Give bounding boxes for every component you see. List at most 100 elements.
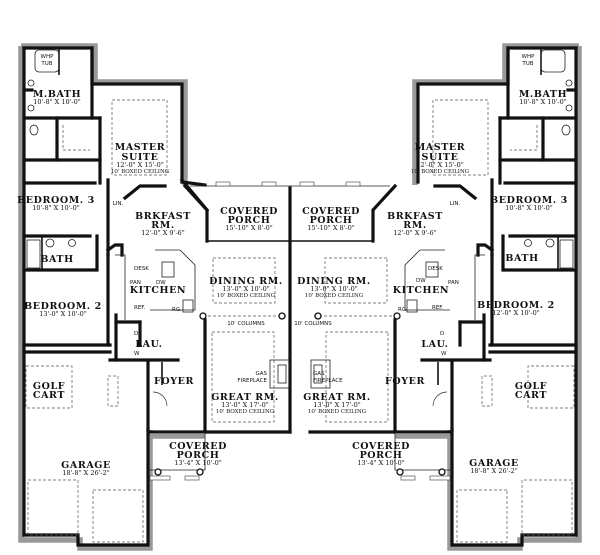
svg-text:10' BOXED CEILING: 10' BOXED CEILING <box>305 293 363 299</box>
svg-text:13'-0" X 17'-0": 13'-0" X 17'-0" <box>221 401 269 409</box>
svg-text:RG.: RG. <box>172 307 182 313</box>
svg-text:PAN: PAN <box>130 280 141 286</box>
svg-text:PORCH: PORCH <box>228 215 271 226</box>
room-mbath-name: M.BATH <box>33 89 81 100</box>
svg-text:M.BATH: M.BATH <box>519 89 567 100</box>
svg-text:13'-4" X 10'-0": 13'-4" X 10'-0" <box>357 459 405 467</box>
svg-text:WHP: WHP <box>522 54 536 60</box>
svg-text:15'-10" X 8'-0": 15'-10" X 8'-0" <box>307 224 355 232</box>
svg-text:DESK: DESK <box>134 266 149 272</box>
svg-text:LIN.: LIN. <box>450 201 461 207</box>
left-unit-labels: WHP TUB M.BATH 10'-8" X 10'-0" MASTER SU… <box>17 54 283 477</box>
svg-text:PAN: PAN <box>448 280 459 286</box>
svg-text:DESK: DESK <box>428 266 443 272</box>
svg-text:10' COLUMNS: 10' COLUMNS <box>294 321 332 327</box>
svg-text:DW: DW <box>416 278 426 284</box>
svg-text:RM.: RM. <box>403 220 427 231</box>
room-porch-front-name: COVERED <box>169 441 227 452</box>
room-porch-top-name: COVERED <box>220 206 278 217</box>
svg-text:13'-0" X 10'-0": 13'-0" X 10'-0" <box>222 285 270 293</box>
svg-text:BEDROOM. 3: BEDROOM. 3 <box>490 195 568 206</box>
svg-text:COVERED: COVERED <box>302 206 360 217</box>
svg-text:10' BOXED CEILING: 10' BOXED CEILING <box>308 409 366 415</box>
svg-text:SUITE: SUITE <box>422 152 459 163</box>
svg-text:FOYER: FOYER <box>385 376 425 387</box>
columns-label: 10' COLUMNS <box>227 321 265 327</box>
room-bed3-name: BEDROOM. 3 <box>17 195 95 206</box>
room-brkfast-name: BRKFAST <box>135 211 191 222</box>
svg-text:KITCHEN: KITCHEN <box>393 285 449 296</box>
whp-tub-label: WHP <box>41 54 55 60</box>
svg-text:COVERED: COVERED <box>352 441 410 452</box>
room-garage-name: GARAGE <box>61 460 111 471</box>
svg-text:BEDROOM. 2: BEDROOM. 2 <box>477 300 555 311</box>
svg-text:12'-0" X 9'-6": 12'-0" X 9'-6" <box>393 229 436 237</box>
svg-text:10' BOXED CEILING: 10' BOXED CEILING <box>111 169 169 175</box>
svg-text:W: W <box>134 351 140 357</box>
svg-text:TUB: TUB <box>40 61 52 67</box>
svg-text:FIREPLACE: FIREPLACE <box>237 378 267 384</box>
svg-text:15'-10" X 8'-0": 15'-10" X 8'-0" <box>225 224 273 232</box>
right-unit-walls <box>308 43 582 551</box>
svg-text:GREAT RM.: GREAT RM. <box>303 392 371 403</box>
svg-text:GARAGE: GARAGE <box>469 458 519 469</box>
room-lau-name: LAU. <box>135 339 162 350</box>
svg-text:PORCH: PORCH <box>360 450 403 461</box>
svg-text:GAS: GAS <box>255 371 267 377</box>
svg-text:18'-8" X 26'-2": 18'-8" X 26'-2" <box>470 467 518 475</box>
room-mbath-dims: 10'-8" X 10'-0" <box>33 98 81 106</box>
svg-text:PORCH: PORCH <box>310 215 353 226</box>
svg-text:SUITE: SUITE <box>122 152 159 163</box>
room-great-name: GREAT RM. <box>211 392 279 403</box>
svg-text:CART: CART <box>515 390 547 401</box>
svg-text:13'-0" X 17'-0": 13'-0" X 17'-0" <box>313 401 361 409</box>
room-foyer-name: FOYER <box>154 376 194 387</box>
svg-text:CART: CART <box>33 390 65 401</box>
svg-text:PORCH: PORCH <box>177 450 220 461</box>
svg-text:REF.: REF. <box>432 305 444 311</box>
svg-text:12'-0" X 9'-6": 12'-0" X 9'-6" <box>141 229 184 237</box>
svg-text:10' BOXED CEILING: 10' BOXED CEILING <box>217 293 275 299</box>
svg-text:13'-0" X 10'-0": 13'-0" X 10'-0" <box>310 285 358 293</box>
svg-text:13'-4" X 10'-0": 13'-4" X 10'-0" <box>174 459 222 467</box>
left-unit-walls <box>18 43 292 551</box>
svg-text:D: D <box>134 331 138 337</box>
room-dining-name: DINING RM. <box>209 276 283 287</box>
svg-text:W: W <box>441 351 447 357</box>
svg-text:10' BOXED CEILING: 10' BOXED CEILING <box>216 409 274 415</box>
room-kitchen-name: KITCHEN <box>130 285 186 296</box>
room-bed2-name: BEDROOM. 2 <box>24 301 102 312</box>
svg-text:GAS: GAS <box>313 371 325 377</box>
linen-label: LIN. <box>113 201 124 207</box>
svg-text:REF.: REF. <box>134 305 146 311</box>
svg-text:BATH: BATH <box>505 253 538 264</box>
svg-text:13'-0" X 10'-0": 13'-0" X 10'-0" <box>39 310 87 318</box>
right-unit-labels: WHP TUB M.BATH 10'-8" X 10'-0" MASTER SU… <box>294 54 568 475</box>
svg-text:12'-0" X 15'-0": 12'-0" X 15'-0" <box>416 161 464 169</box>
svg-text:MASTER: MASTER <box>415 142 466 153</box>
svg-text:10'-8" X 10'-0": 10'-8" X 10'-0" <box>505 204 553 212</box>
room-master-name: MASTER <box>115 142 166 153</box>
svg-text:GOLF: GOLF <box>515 381 547 392</box>
left-fixtures <box>25 49 290 543</box>
room-master-dims: 12'-0" X 15'-0" <box>116 161 164 169</box>
top-porch-outline <box>182 181 398 243</box>
svg-text:10'-8" X 10'-0": 10'-8" X 10'-0" <box>519 98 567 106</box>
svg-text:FIREPLACE: FIREPLACE <box>313 378 343 384</box>
svg-text:BRKFAST: BRKFAST <box>387 211 443 222</box>
room-bath-name: BATH <box>40 254 73 265</box>
svg-text:RG.: RG. <box>398 307 408 313</box>
right-fixtures <box>310 49 575 543</box>
svg-text:10' BOXED CEILING: 10' BOXED CEILING <box>411 169 469 175</box>
svg-text:12'-0" X 10'-0": 12'-0" X 10'-0" <box>492 309 540 317</box>
svg-text:DW: DW <box>156 280 166 286</box>
svg-text:RM.: RM. <box>151 220 175 231</box>
svg-text:10'-8" X 10'-0": 10'-8" X 10'-0" <box>32 204 80 212</box>
svg-text:DINING RM.: DINING RM. <box>297 276 371 287</box>
svg-text:18'-8" X 26'-2": 18'-8" X 26'-2" <box>62 469 110 477</box>
svg-text:TUB: TUB <box>521 61 533 67</box>
svg-text:D: D <box>440 331 444 337</box>
room-golf-name: GOLF <box>33 381 65 392</box>
